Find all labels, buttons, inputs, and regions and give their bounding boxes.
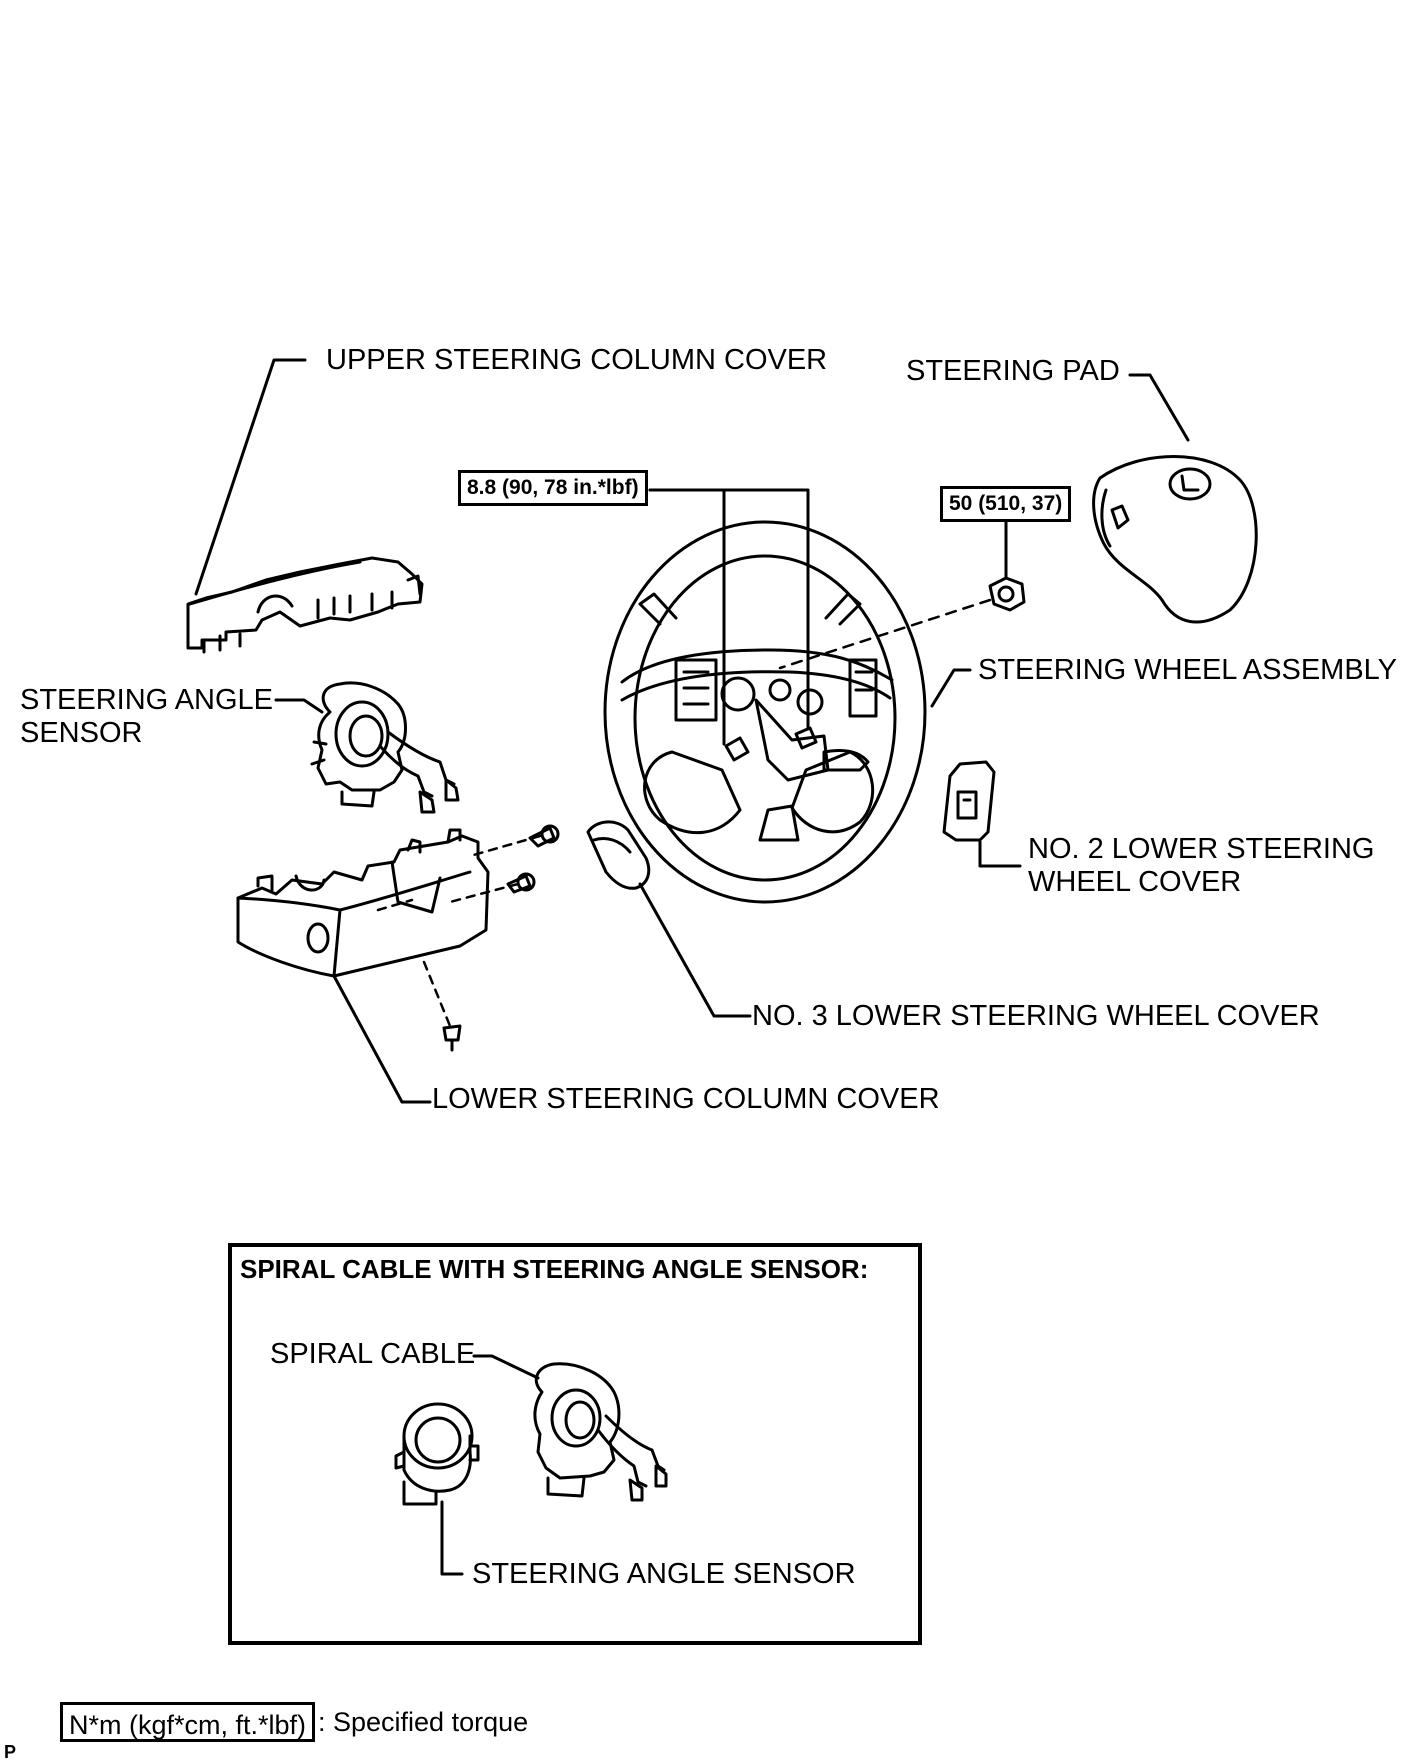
leader-wheel-assembly <box>930 668 972 708</box>
leader-angle-sensor <box>274 698 324 714</box>
leader-no2-cover <box>978 840 1022 868</box>
leader-no3-cover <box>638 882 752 1018</box>
leader-inset-spiral-cable <box>472 1354 540 1380</box>
torque-spec-wheel-nut: 50 (510, 37) <box>940 486 1072 522</box>
steering-angle-sensor-part <box>310 681 460 814</box>
lower-column-cover-part <box>236 828 490 978</box>
legend-unit-box: N*m (kgf*cm, ft.*lbf) <box>60 1702 316 1742</box>
corner-mark: P <box>4 1742 17 1762</box>
label-wheel-assembly: STEERING WHEEL ASSEMBLY <box>978 654 1397 686</box>
inset-spiral-cable-part <box>533 1362 668 1502</box>
screw-guide-lines <box>376 834 542 1028</box>
label-angle-sensor-line2: SENSOR <box>20 717 143 749</box>
torque-leader-wheel-screws <box>648 488 810 746</box>
torque-spec-wheel-screws: 8.8 (90, 78 in.*lbf) <box>458 470 648 506</box>
nut-guide-line <box>778 598 992 670</box>
label-angle-sensor-line1: STEERING ANGLE <box>20 684 274 716</box>
steering-wheel-part <box>603 520 927 904</box>
label-upper-column-cover: UPPER STEERING COLUMN COVER <box>326 344 828 376</box>
label-lower-column-cover: LOWER STEERING COLUMN COVER <box>432 1083 940 1115</box>
upper-column-cover-part <box>186 556 424 654</box>
label-no2-cover-line2: WHEEL COVER <box>1028 866 1242 898</box>
label-inset-angle-sensor: STEERING ANGLE SENSOR <box>472 1558 856 1590</box>
leader-lower-cover <box>332 974 432 1104</box>
no3-lower-cover-part <box>586 820 651 890</box>
inset-panel <box>228 1243 922 1645</box>
wheel-nut <box>988 576 1026 612</box>
label-no3-cover: NO. 3 LOWER STEERING WHEEL COVER <box>752 1000 1320 1032</box>
leader-inset-angle-sensor <box>440 1500 464 1576</box>
label-no2-cover-line1: NO. 2 LOWER STEERING <box>1028 833 1375 865</box>
leader-upper-cover <box>194 358 307 596</box>
label-steering-pad: STEERING PAD <box>906 355 1120 387</box>
no2-lower-cover-part <box>942 760 996 842</box>
legend-description: : Specified torque <box>318 1707 529 1737</box>
inset-angle-sensor-part <box>394 1402 480 1506</box>
steering-pad-part <box>1092 455 1258 624</box>
cover-screws <box>442 824 560 1052</box>
label-spiral-cable: SPIRAL CABLE <box>270 1338 476 1370</box>
leader-steering-pad <box>1128 373 1190 442</box>
inset-title: SPIRAL CABLE WITH STEERING ANGLE SENSOR: <box>240 1254 869 1284</box>
